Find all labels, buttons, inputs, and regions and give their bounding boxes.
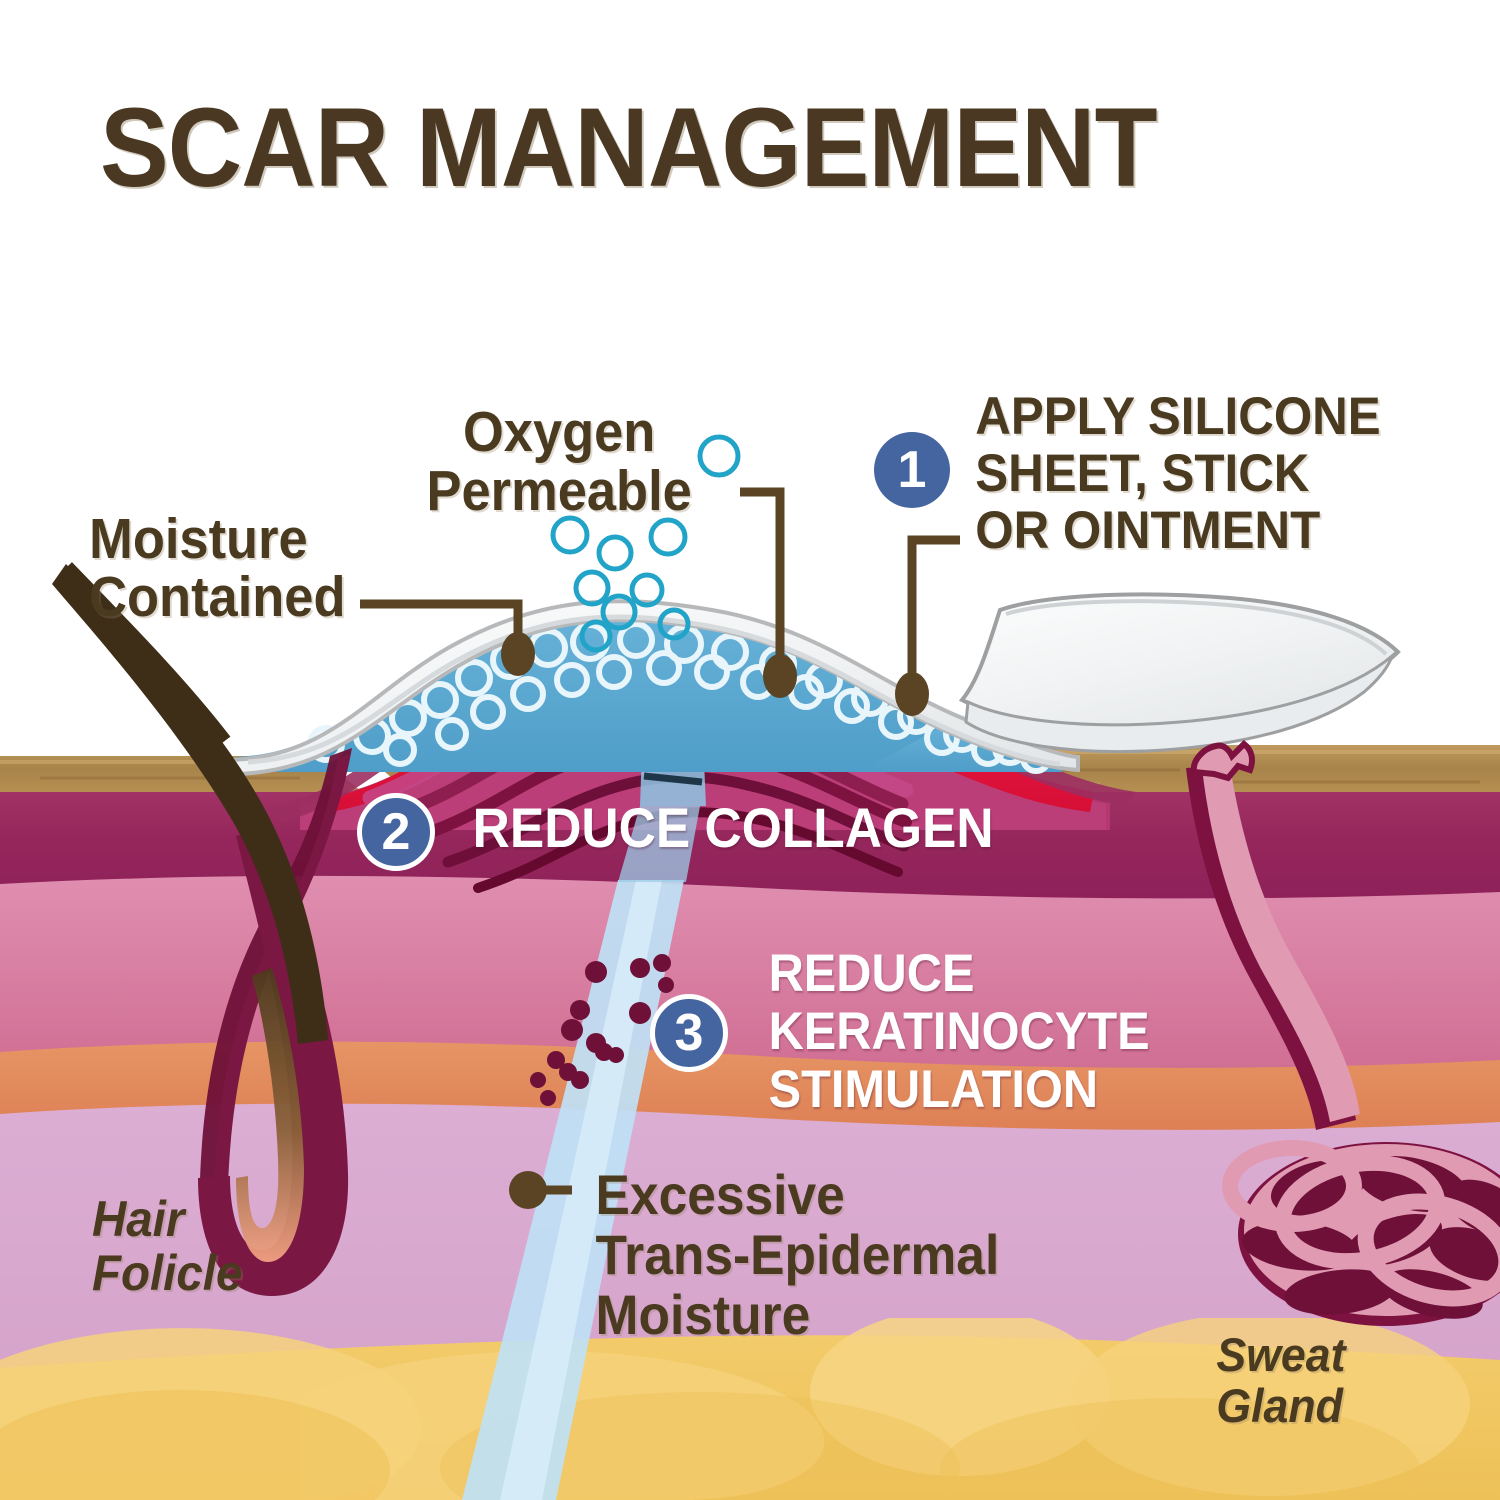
page-title: SCAR MANAGEMENT	[100, 85, 1158, 210]
step-2-text: REDUCE COLLAGEN	[472, 796, 994, 859]
label-sweat-gland: Sweat Gland	[1216, 1328, 1346, 1432]
follicle-bulb	[198, 828, 349, 1296]
label-moisture-contained: Moisture Contained	[89, 507, 346, 630]
label-oxygen-permeable: Oxygen Permeable	[426, 400, 692, 524]
leader-dot-tem	[509, 1171, 547, 1209]
hair-follicle	[52, 564, 352, 1296]
oxygen-bubbles	[550, 434, 741, 653]
hair-shaft	[52, 564, 328, 1044]
leader-dot-oxygen	[763, 654, 797, 698]
keratinocyte-dots	[530, 954, 674, 1106]
silicone-sheet-product	[958, 592, 1401, 754]
leader-dot-moisture	[501, 632, 535, 676]
tem-stream	[462, 806, 700, 1500]
moisture-layer	[237, 610, 1062, 774]
leader-oxygen	[740, 487, 785, 672]
layer-hypodermis	[0, 1097, 1500, 1368]
step-1-text: APPLY SILICONE SHEET, STICK OR OINTMENT	[975, 387, 1381, 561]
moisture-fill	[237, 610, 1062, 772]
silicone-sheet-highlight	[247, 614, 1061, 767]
step-2-badge[interactable]: 2	[357, 793, 435, 871]
sweat-gland	[1186, 740, 1500, 1326]
gland-coil	[1222, 1140, 1500, 1326]
step-1-badge[interactable]: 1	[874, 432, 950, 508]
hair-shaft-upper	[64, 562, 231, 744]
silicone-sheet-applied	[229, 599, 1080, 777]
leader-step1	[907, 535, 960, 690]
label-hair-follicle: Hair Folicle	[91, 1191, 243, 1301]
label-trans-epidermal-moisture: Excessive Trans-Epidermal Moisture	[595, 1163, 1000, 1346]
step-3-badge[interactable]: 3	[650, 994, 728, 1072]
silicone-sheet-band	[229, 599, 1080, 777]
leader-dots	[501, 632, 929, 1209]
layer-mid-dermis	[0, 871, 1500, 1068]
layer-salmon-band	[0, 1037, 1500, 1130]
step-3-text: REDUCE KERATINOCYTE STIMULATION	[768, 944, 1150, 1119]
leader-dot-step1	[895, 672, 929, 716]
